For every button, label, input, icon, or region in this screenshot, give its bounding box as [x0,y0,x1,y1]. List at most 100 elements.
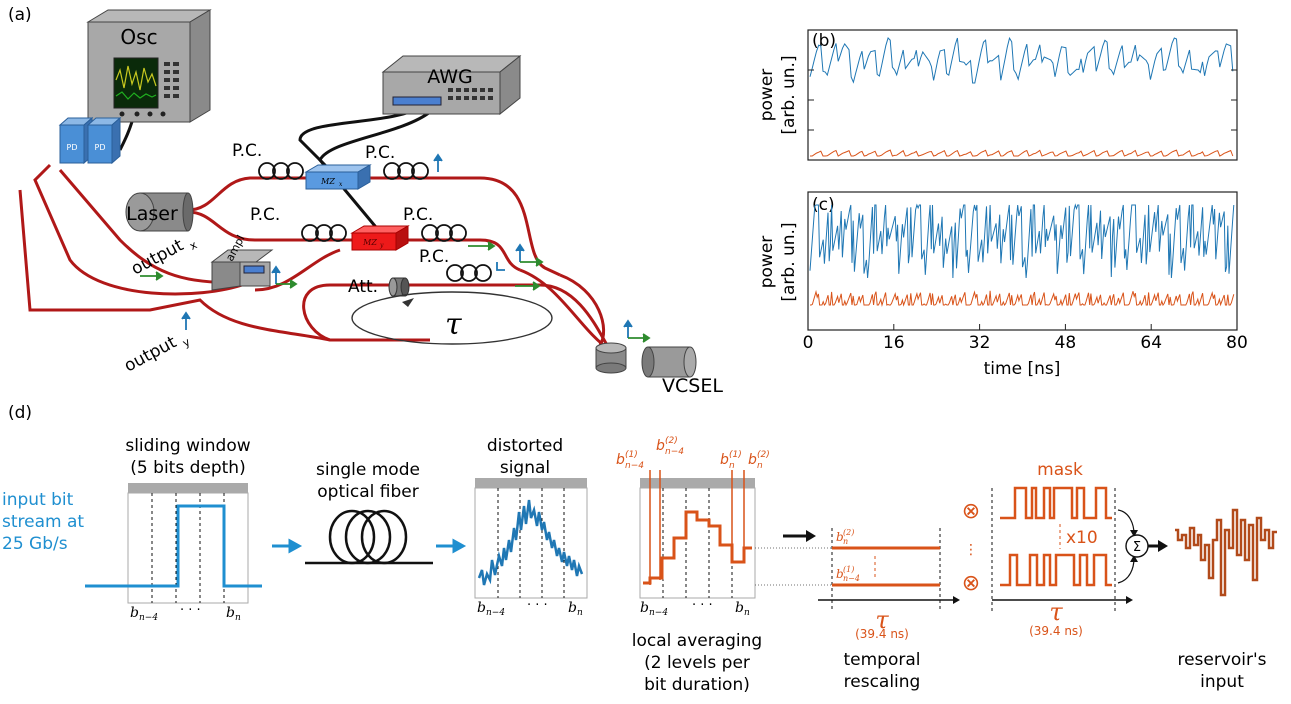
otimes-bottom: ⊗ [962,571,980,596]
svg-text:(2): (2) [843,528,854,537]
vcsel: VCSEL [641,346,723,397]
x-tick-label: 80 [1226,333,1248,353]
svg-text:n−4: n−4 [486,608,505,618]
svg-text:n: n [577,608,583,618]
fiber-network [18,163,621,357]
svg-text:25 Gb/s: 25 Gb/s [2,534,68,554]
pipeline-arrows-blue [272,538,467,554]
pc3-loops [301,224,347,242]
guide-lines [755,547,832,586]
svg-text:n−4: n−4 [649,608,668,618]
photodetectors: PD PD [58,116,122,165]
svg-text:stream at: stream at [2,512,84,532]
input-bitstream-label: input bit stream at 25 Gb/s [2,490,84,554]
avg-b2-n: b [748,452,757,468]
svg-text:(1): (1) [729,450,742,460]
avg-bnm4: b [640,600,649,616]
polarization-arrows [140,153,651,343]
mzx-sub: x [339,181,343,188]
rescale-tau-value: (39.4 ns) [855,627,909,641]
mz-y-modulator: MZ y [350,225,410,251]
window-bn: b [226,605,235,621]
fiber-upper-arm [187,176,561,277]
window-dots: · · · [180,603,201,618]
svg-text:(2): (2) [757,450,770,460]
panel-label-d: (d) [8,403,32,423]
window-bnm4: b [130,605,139,621]
oscilloscope: Osc [86,9,212,123]
rescale-caption-2: rescaling [844,672,921,692]
pc4-label: P.C. [403,205,433,225]
delay-loop-indicator: τ [351,291,553,345]
x-tick-label: 64 [1140,333,1162,353]
plot-b-series-blue [809,36,1234,84]
svg-text:y: y [180,335,192,350]
avg-b1-nm4: b [616,452,625,468]
fiber-spool: single mode optical fiber [305,460,433,565]
svg-text:power: power [757,236,777,289]
mzy-label: MZ [362,238,377,247]
distorted-bn: b [568,600,577,616]
pd1-label: PD [67,143,78,152]
rescale-b2-n: b [836,530,844,544]
attenuator: Att. [348,277,410,297]
svg-text:[arb. un.]: [arb. un.] [779,55,799,134]
pd2-label: PD [95,143,106,152]
distorted-title-2: signal [500,458,550,478]
plot-c-series-blue [809,203,1235,279]
sum-symbol: Σ [1133,540,1141,555]
distorted-signal: distorted signal b n−4 · · · b n [474,436,588,618]
awg-label: AWG [427,66,472,88]
x-tick-label: 0 [803,333,814,353]
mask: mask x10 τ (39.4 ns) [991,460,1133,638]
pc3-label: P.C. [250,205,280,225]
osc-label: Osc [120,25,157,49]
temporal-rescaling: b (2) n b (1) n−4 τ (39.4 ns) temporal r… [818,528,960,692]
avg-dots: · · · [692,598,713,613]
svg-text:n−4: n−4 [843,574,860,583]
distorted-title-1: distorted [487,436,563,456]
rescale-caption-1: temporal [843,650,920,670]
x-tick-label: 16 [883,333,905,353]
pipeline-arrow-black [783,530,816,542]
awg: AWG [381,54,522,116]
summation: Σ [1117,509,1168,584]
pc5-loops [446,264,492,282]
fiber-pd-out-x [33,163,246,296]
svg-text:[arb. un.]: [arb. un.] [779,222,799,301]
output-x-label: output x [128,235,200,279]
pc1-loops [258,162,304,180]
svg-text:(1): (1) [843,565,854,574]
cable-awg-mzy [318,110,431,233]
rescale-tau: τ [875,606,889,634]
fiber-pd-out-y [18,189,331,342]
mzx-label: MZ [320,177,335,186]
svg-text:(1): (1) [625,450,638,460]
distorted-bnm4: b [477,600,486,616]
pc2-loops [383,162,429,180]
plot-c-ylabel: power [arb. un.] [757,222,799,301]
avg-caption-2: (2 levels per [644,653,750,673]
plot-b-frame [807,29,1238,161]
pc1-label: P.C. [232,141,262,161]
cable-awg-mzx [298,108,416,177]
amplifier: ampl [210,233,274,291]
fiber-title-1: single mode [316,460,420,480]
polarization-controllers [258,162,492,282]
laser-label: Laser [126,203,178,225]
svg-text:x: x [187,238,199,253]
svg-text:n: n [757,461,763,471]
mask-x10: x10 [1066,528,1098,548]
svg-text:n: n [729,461,735,471]
fiber-ampl-in [254,248,341,292]
laser: Laser [125,192,194,232]
mask-label: mask [1037,460,1083,480]
otimes-vdots: ⋮ [964,542,978,558]
plot-b-ticks [808,69,1237,131]
pc4-loops [421,224,467,242]
reservoir-caption-2: input [1200,672,1244,692]
svg-text:n−4: n−4 [625,461,644,471]
svg-text:power: power [757,69,777,122]
